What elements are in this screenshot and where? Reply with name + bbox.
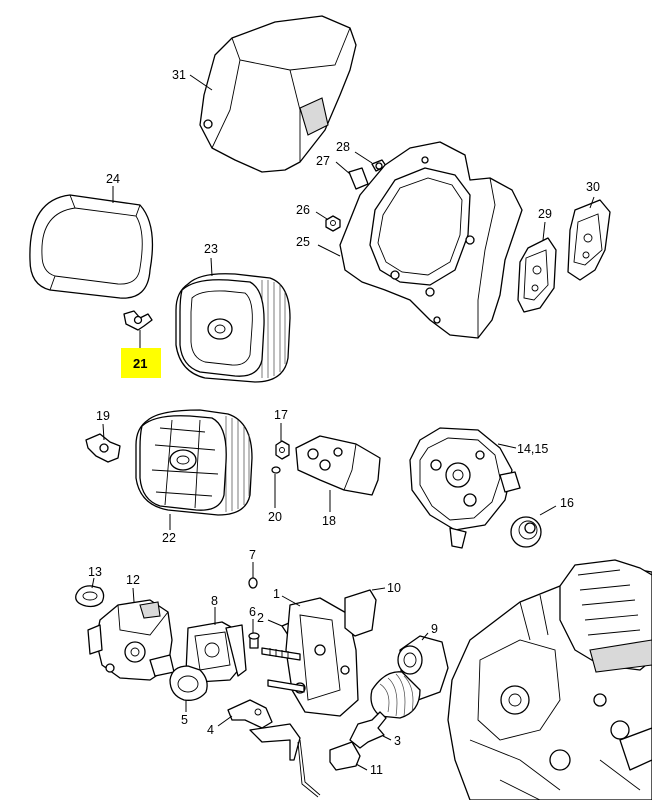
label-2: 2 <box>257 611 264 625</box>
part-24-prefilter <box>29 194 154 299</box>
part-31-top-cover <box>199 15 357 173</box>
label-3: 3 <box>394 734 401 748</box>
part-20-washer <box>271 466 281 474</box>
label-21: 21 <box>133 356 147 371</box>
part-12-carburetor <box>87 599 175 681</box>
part-28-screw <box>371 159 387 172</box>
engine-crankcase <box>447 559 652 800</box>
label-5: 5 <box>181 713 188 727</box>
label-10: 10 <box>387 581 401 595</box>
label-8: 8 <box>211 594 218 608</box>
label-30: 30 <box>586 180 600 194</box>
part-26-nut <box>325 215 341 232</box>
label-1: 1 <box>273 587 280 601</box>
label-27: 27 <box>316 154 330 168</box>
part-5-gasket <box>169 665 208 701</box>
part-13-gasket <box>75 585 105 608</box>
part-17-nut <box>275 440 290 460</box>
label-9: 9 <box>431 622 438 636</box>
label-19: 19 <box>96 409 110 423</box>
label-14-15: 14,15 <box>517 442 548 456</box>
part-11-boot <box>329 741 361 771</box>
label-31: 31 <box>172 68 186 82</box>
part-25-shroud <box>339 141 523 339</box>
part-1-bracket <box>261 597 359 717</box>
label-6: 6 <box>249 605 256 619</box>
label-17: 17 <box>274 408 288 422</box>
label-7: 7 <box>249 548 256 562</box>
label-29: 29 <box>538 207 552 221</box>
label-24: 24 <box>106 172 120 186</box>
part-9-manifold <box>370 635 449 719</box>
highlight-box-21 <box>121 348 161 378</box>
part-22-air-filter <box>135 409 253 516</box>
part-labels: 31 28 27 24 26 30 29 25 23 21 19 17 14,1… <box>88 68 600 777</box>
label-22: 22 <box>162 531 176 545</box>
linkage-wire <box>297 739 321 798</box>
part-6-screw <box>248 632 260 649</box>
part-19-wing-nut <box>85 433 121 463</box>
label-28: 28 <box>336 140 350 154</box>
part-29-plate <box>517 237 557 313</box>
part-14-15-housing <box>409 427 521 549</box>
label-23: 23 <box>204 242 218 256</box>
part-23-air-filter <box>175 273 291 383</box>
part-16-grommet <box>510 516 542 548</box>
part-3-clip <box>349 711 387 749</box>
part-18-housing <box>295 435 381 496</box>
part-27-clip <box>348 167 369 190</box>
part-21-wing-nut <box>123 310 153 331</box>
label-20: 20 <box>268 510 282 524</box>
part-4-rod <box>227 699 301 761</box>
label-25: 25 <box>296 235 310 249</box>
label-13: 13 <box>88 565 102 579</box>
label-11: 11 <box>370 763 383 777</box>
label-16: 16 <box>560 496 574 510</box>
part-30-plate <box>567 199 611 281</box>
label-4: 4 <box>207 723 214 737</box>
label-18: 18 <box>322 514 336 528</box>
label-26: 26 <box>296 203 310 217</box>
part-7-washer <box>248 577 258 589</box>
part-10-plate <box>344 589 377 637</box>
label-12: 12 <box>126 573 140 587</box>
